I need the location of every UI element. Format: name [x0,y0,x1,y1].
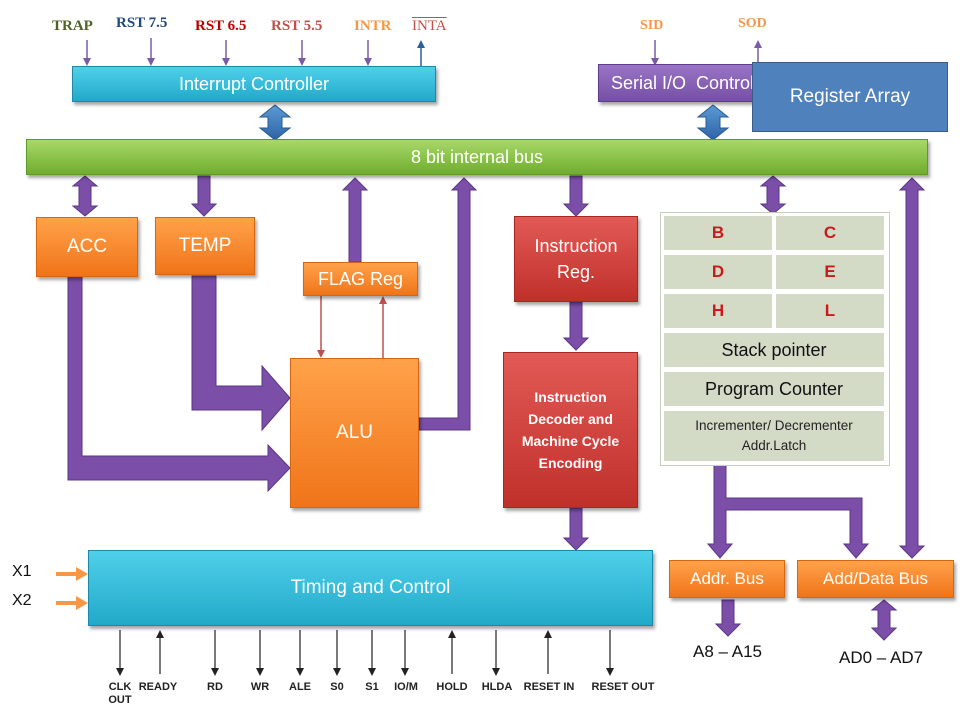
addr-bus-label: Addr. Bus [690,569,764,588]
register-array-callout: Register Array [752,62,948,132]
pin-ale: ALE [289,681,311,693]
pin-ready: READY [138,681,178,693]
clock-arrows [56,567,88,610]
pin-wr: WR [250,681,270,693]
register-array: B C D E H L Stack pointer Program Counte… [660,212,890,466]
timing-control-block: Timing and Control [88,550,653,626]
timing-control-label: Timing and Control [290,577,451,598]
program-counter: Program Counter [663,371,885,407]
stack-pointer: Stack pointer [663,332,885,368]
data-paths [67,175,926,641]
acc-block: ACC [36,217,138,277]
internal-bus-label: 8 bit internal bus [410,146,544,167]
add-data-bus-block: Add/Data Bus [797,560,954,598]
pin-s1: S1 [365,681,379,693]
register-h: H [663,293,773,329]
bus-link-arrows [258,104,730,141]
instruction-reg-block: Instruction Reg. [514,216,638,302]
alu-block: ALU [290,358,419,508]
register-l: L [775,293,885,329]
flag-reg-label: FLAG Reg [317,268,404,289]
addr-bus-block: Addr. Bus [669,560,785,598]
flag-alu-lines [317,296,387,358]
instruction-decoder-label: Instruction Decoder and Machine Cycle En… [521,389,620,471]
control-pin-lines [116,630,614,676]
pin-hlda: HLDA [481,681,513,693]
alu-label: ALU [336,422,373,443]
internal-bus: 8 bit internal bus [26,139,928,175]
pin-io-m: IO/M [394,681,418,693]
pin-rd: RD [207,681,223,693]
temp-block: TEMP [155,217,255,275]
serial-io-control-label: Serial I/O Control [611,72,755,93]
trap-label: TRAP [52,18,93,34]
x1-label: X1 [12,563,32,580]
intr-label: INTR [354,18,392,34]
temp-label: TEMP [178,235,232,256]
register-d: D [663,254,773,290]
add-data-bus-label: Add/Data Bus [823,569,928,588]
register-array-label: Register Array [789,86,911,107]
x2-label: X2 [12,592,32,609]
interrupt-controller-block: Interrupt Controller [72,66,436,102]
instruction-decoder-block: Instruction Decoder and Machine Cycle En… [503,352,638,508]
pin-hold: HOLD [436,681,468,693]
pin-reset-out: RESET OUT [591,681,655,693]
data-lines-label: AD0 – AD7 [839,648,924,667]
register-b: B [663,215,773,251]
flag-reg-block: FLAG Reg [303,262,418,296]
pin-clk-out: CLK OUT [108,681,132,706]
pin-reset-in: RESET IN [523,681,575,693]
addr-lines-label: A8 – A15 [693,642,763,661]
rst55-label: RST 5.5 [271,18,323,34]
instruction-reg-label: Instruction Reg. [534,236,618,282]
pin-s0: S0 [330,681,344,693]
register-c: C [775,215,885,251]
incrementer-decrementer: Incrementer/ Decrementer Addr.Latch [663,410,885,462]
sid-label: SID [640,18,664,33]
sod-label: SOD [738,16,767,31]
interrupt-lines [83,38,762,66]
interrupt-controller-label: Interrupt Controller [178,73,330,94]
inta-label: INTA [412,18,447,34]
rst75-label: RST 7.5 [116,15,168,31]
register-e: E [775,254,885,290]
rst65-label: RST 6.5 [195,18,247,34]
acc-label: ACC [66,236,108,257]
